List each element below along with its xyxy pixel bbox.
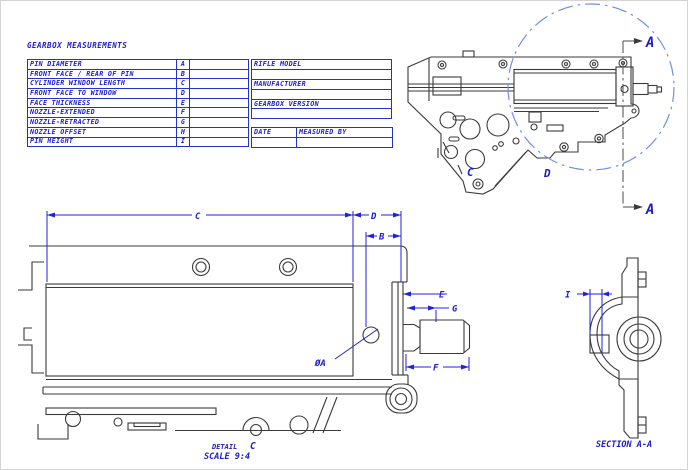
tappet-rail — [37, 396, 341, 440]
detail-caption-scale: SCALE 9:4 — [204, 452, 250, 462]
section-dimension-i: I — [565, 289, 612, 353]
measurement-value — [189, 136, 249, 148]
rear-brackets — [18, 261, 44, 374]
section-caption: SECTION A-A — [596, 440, 652, 450]
detail-caption-word: DETAIL — [211, 443, 237, 451]
section-arrow-bottom-icon — [634, 204, 643, 210]
detail-caption-letter: C — [250, 441, 256, 452]
dim-c-label: C — [195, 212, 201, 222]
detail-c-view: C D B E G — [18, 209, 471, 462]
measured-by-value — [296, 137, 393, 148]
table-row — [251, 137, 393, 148]
detail-dimensions: C D B E G — [46, 209, 470, 374]
section-cut-line: A A — [622, 35, 654, 218]
dim-i-label: I — [565, 291, 571, 301]
screw-holes — [437, 58, 628, 70]
nozzle-detail — [403, 319, 471, 355]
lug-bosses — [472, 108, 637, 190]
info-value — [251, 108, 392, 120]
nozzle — [632, 82, 663, 96]
detail-boundary-circle — [507, 3, 675, 171]
pin-circle — [362, 326, 380, 344]
dim-d-label: D — [370, 212, 377, 222]
front-lug — [385, 383, 418, 414]
dim-dia-label: ØA — [314, 358, 326, 369]
dim-b-label: B — [378, 233, 385, 243]
dim-g-label: G — [452, 305, 458, 315]
front-face-wall — [391, 281, 409, 385]
detail-d-label: D — [543, 167, 551, 180]
dim-e-label: E — [439, 291, 445, 301]
cylinder — [513, 68, 617, 105]
gearbox-side-view: C D — [407, 50, 663, 195]
dim-f-label: F — [433, 364, 439, 374]
sheet-title: GEARBOX MEASUREMENTS — [27, 41, 128, 50]
section-arrow-top-icon — [634, 38, 643, 44]
table-row — [251, 108, 392, 120]
info-table: RIFLE MODEL MANUFACTURER GEARBOX VERSION — [251, 59, 392, 120]
gear-holes — [439, 111, 538, 170]
section-label-top: A — [645, 35, 654, 51]
section-label-bottom: A — [645, 202, 654, 218]
section-aa-view: I SECTION A-A — [565, 257, 662, 450]
detail-c-label: C — [467, 166, 474, 179]
cylinder-window — [45, 283, 354, 377]
